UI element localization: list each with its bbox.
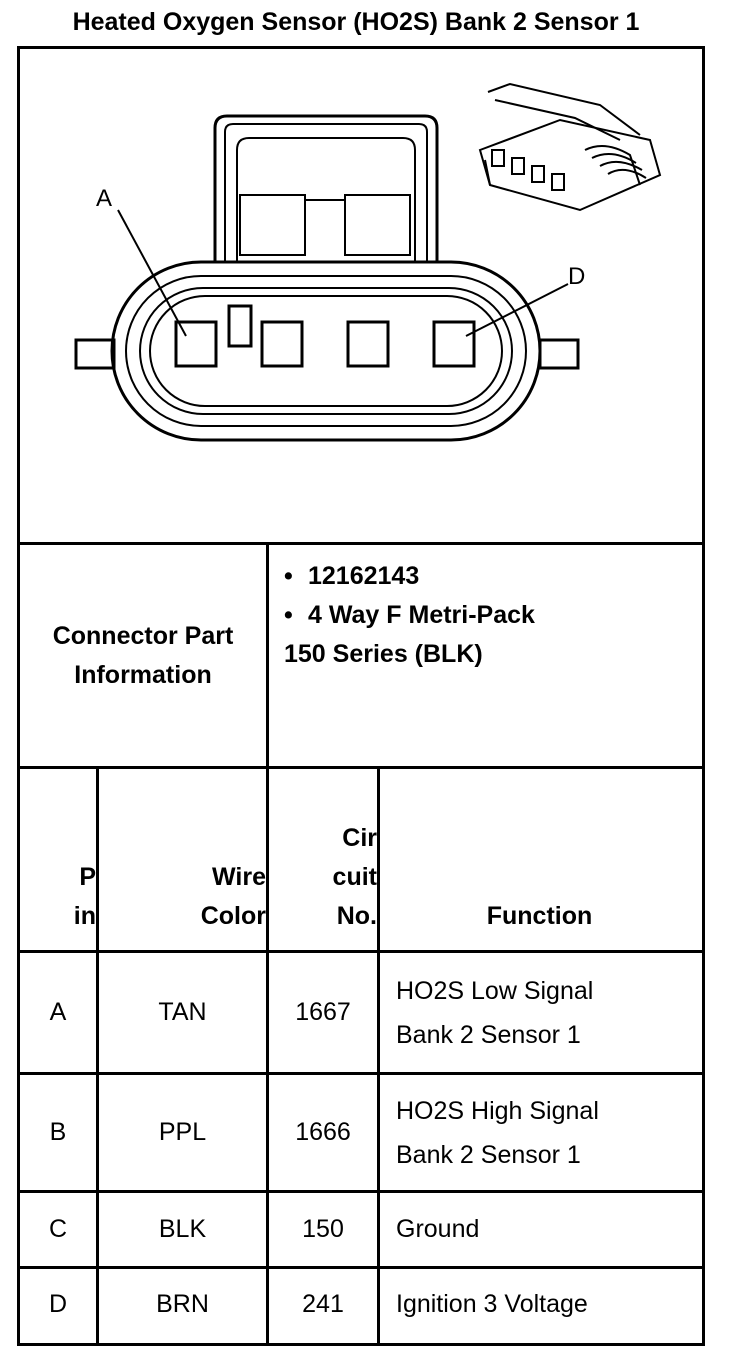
part-continuation: 150 Series (BLK) (284, 640, 483, 668)
divider (17, 766, 705, 769)
pinout-table-frame (17, 46, 705, 1346)
divider (266, 766, 269, 1343)
divider (17, 1190, 705, 1193)
table-cell-function: Ground (396, 1215, 480, 1243)
table-cell-pin: C (48, 1215, 68, 1243)
table-cell-color: BRN (156, 1290, 209, 1318)
table-cell-function: HO2S Low Signal Bank 2 Sensor 1 (396, 976, 594, 1049)
table-cell-circuit: 1666 (295, 1118, 351, 1146)
table-cell-circuit: 1667 (295, 998, 351, 1026)
table-cell-pin: D (48, 1290, 68, 1318)
connector-diagram: A D (74, 82, 662, 442)
table-cell-pin: B (49, 1118, 67, 1146)
divider (17, 1266, 705, 1269)
table-cell-function: HO2S High Signal Bank 2 Sensor 1 (396, 1096, 599, 1169)
divider (17, 542, 705, 545)
table-cell-function: Ignition 3 Voltage (396, 1290, 588, 1318)
table-cell-circuit: 241 (302, 1290, 344, 1318)
table-cell-pin: A (49, 998, 67, 1026)
part-bullet: •12162143 (284, 562, 420, 590)
connector-part-label: Connector Part Information (52, 621, 234, 689)
pin-a-label: A (96, 185, 112, 212)
part-bullet: •4 Way F Metri-Pack (284, 601, 535, 629)
divider (17, 950, 705, 953)
header-pin: P in (73, 863, 96, 930)
table-cell-circuit: 150 (302, 1215, 344, 1243)
divider (377, 766, 380, 1343)
header-circuit: Cir cuit No. (332, 824, 377, 930)
page-title: Heated Oxygen Sensor (HO2S) Bank 2 Senso… (72, 8, 640, 36)
divider (266, 542, 269, 766)
header-wire-color: Wire Color (200, 863, 266, 930)
table-cell-color: PPL (158, 1118, 207, 1146)
table-cell-color: TAN (158, 998, 207, 1026)
header-function: Function (486, 902, 593, 930)
table-cell-color: BLK (158, 1215, 207, 1243)
connector-part-details: •12162143 •4 Way F Metri-Pack 150 Series… (268, 557, 535, 674)
divider (17, 1072, 705, 1075)
pin-d-label: D (568, 263, 585, 290)
divider (96, 766, 99, 1343)
